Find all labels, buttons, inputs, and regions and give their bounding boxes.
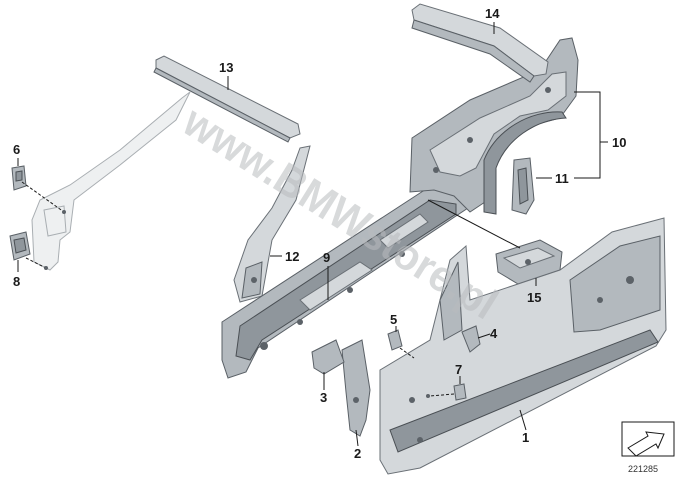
direction-arrow-icon: [627, 431, 665, 457]
part-5-bracket[interactable]: [387, 329, 403, 351]
part-8-dash-line: [25, 257, 47, 269]
part-7-dash-line: [429, 393, 455, 397]
part-12-a-pillar-reinforcement[interactable]: [233, 145, 311, 303]
part-15-guide-line: [427, 199, 521, 249]
leader-4: [477, 333, 491, 339]
part-8-bracket[interactable]: [9, 231, 31, 261]
part-label-7: 7: [455, 362, 462, 377]
part-label-12: 12: [285, 249, 299, 264]
part-label-11: 11: [555, 171, 569, 186]
part-label-9: 9: [323, 250, 330, 265]
part-11-bracket[interactable]: [511, 157, 535, 215]
part-label-15: 15: [527, 290, 541, 305]
ghost-a-pillar-outline: [31, 91, 191, 271]
reference-box: 221285: [621, 421, 675, 474]
part-13-roof-rail[interactable]: [153, 55, 301, 143]
part-label-2: 2: [354, 446, 361, 461]
part-7-mount-point: [426, 394, 430, 398]
part-label-3: 3: [320, 390, 327, 405]
part-9-inner-sill[interactable]: [221, 179, 469, 379]
part-14-rear-roof-frame[interactable]: [411, 3, 549, 83]
part-15-bracket[interactable]: [495, 239, 563, 285]
leader-1: [519, 409, 527, 431]
part-1-outer-side-panel[interactable]: [379, 217, 667, 475]
part-6-mount-point: [62, 210, 66, 214]
leader-2: [355, 429, 359, 447]
part-5-dash-line: [399, 347, 415, 359]
part-label-8: 8: [13, 274, 20, 289]
part-10-wheel-arch-inner[interactable]: [409, 37, 579, 215]
part-label-4: 4: [490, 326, 498, 341]
part-8-mount-point: [44, 266, 48, 270]
part-label-14: 14: [485, 6, 500, 21]
part-label-5: 5: [390, 312, 397, 327]
part-4-bracket[interactable]: [461, 325, 481, 353]
part-3-bracket[interactable]: [311, 339, 345, 375]
part-2-pillar-reinforcement[interactable]: [341, 339, 371, 437]
part-label-6: 6: [13, 142, 20, 157]
reference-number: 221285: [628, 464, 658, 474]
part-6-bracket[interactable]: [11, 165, 27, 191]
part-label-1: 1: [522, 430, 529, 445]
part-6-dash-line: [21, 181, 65, 213]
part-label-13: 13: [219, 60, 233, 75]
part-7-bracket[interactable]: [453, 383, 467, 401]
part-label-10: 10: [612, 135, 626, 150]
leader-10: [574, 91, 608, 179]
